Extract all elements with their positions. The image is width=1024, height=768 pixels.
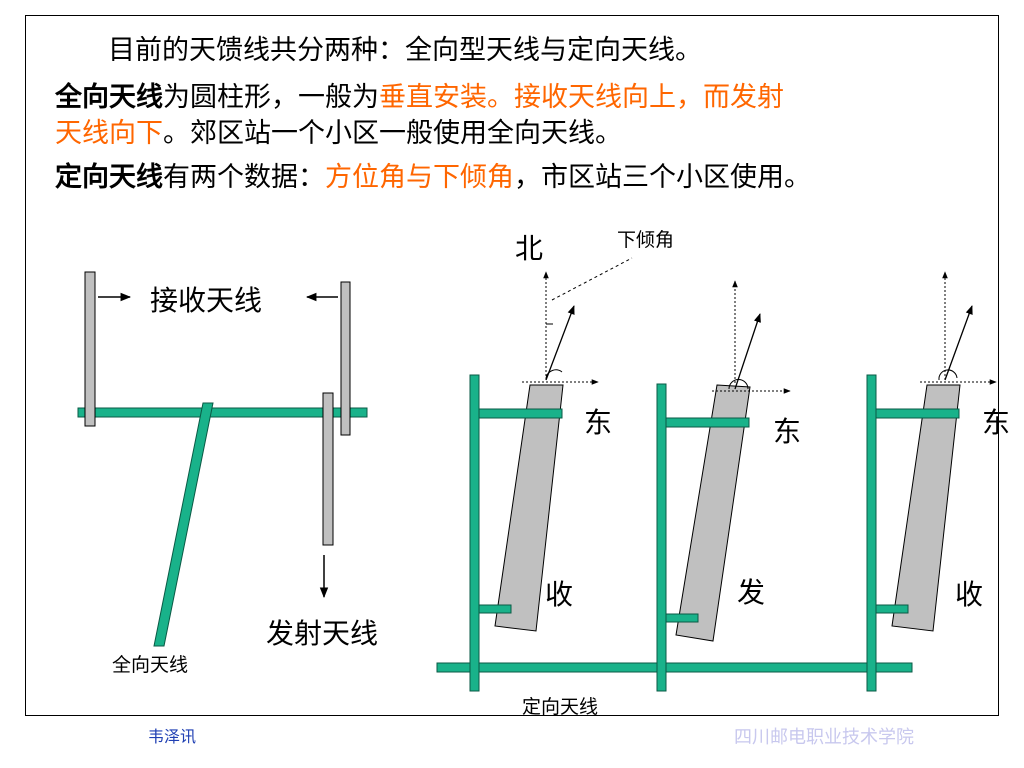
omni-mast [153,402,214,647]
east-label-2: 东 [773,415,801,448]
omni-term: 全向天线 [55,82,163,113]
omni-antenna-group: 接收天线 发射天线 全向天线 [77,271,378,676]
directional-desc-2: ，市区站三个小区使用。 [514,162,811,193]
tilt-label: 下倾角 [617,229,674,251]
receive-antenna-left [84,271,96,427]
omni-highlight-2: 天线向下 [55,118,163,149]
omni-desc: 为圆柱形，一般为 [163,82,379,113]
directional-term: 定向天线 [55,162,163,193]
omni-desc-2: 。郊区站一个小区一般使用全向天线。 [163,118,622,149]
omni-label: 全向天线 [112,654,188,676]
receive-antenna-right [340,281,351,436]
directional-label: 定向天线 [522,696,598,718]
directional-highlight: 方位角与下倾角 [325,162,514,193]
tilt-pointer [551,257,633,301]
directional-antenna-group: 北 下倾角 东 东 东 收 发 收 定向天线 [436,229,1010,718]
bottom-bracket-1 [478,604,512,614]
base-rail [436,662,913,673]
footer-author: 韦泽讯 [148,727,197,746]
omni-highlight: 垂直安装。接收天线向上，而发射 [379,82,784,113]
footer-school: 四川邮电职业技术学院 [734,727,914,748]
north-label: 北 [515,232,543,265]
mast-1 [469,374,480,692]
mast-2 [656,383,667,692]
intro-text: 目前的天馈线共分两种：全向型天线与定向天线。 [108,35,702,66]
top-bracket-2 [665,417,750,428]
direction-indicator-3 [920,271,997,385]
omni-line: 全向天线为圆柱形，一般为垂直安装。接收天线向上，而发射 [55,80,784,116]
panel-antenna-3 [891,384,961,632]
transmit-label: 发射天线 [266,617,378,650]
bottom-bracket-2 [665,613,699,623]
east-label-3: 东 [982,406,1010,439]
directional-desc: 有两个数据： [163,162,325,193]
top-bracket-1 [478,408,563,419]
bottom-bracket-3 [875,604,909,614]
directional-line: 定向天线有两个数据：方位角与下倾角，市区站三个小区使用。 [55,160,811,196]
direction-indicator-2 [712,280,791,394]
intro-line: 目前的天馈线共分两种：全向型天线与定向天线。 [108,33,702,69]
mast-3 [866,374,877,692]
omni-line-2: 天线向下。郊区站一个小区一般使用全向天线。 [55,116,622,152]
slide-frame [25,15,999,716]
panel-antenna-1 [494,384,564,632]
panel-label-1: 收 [545,578,573,611]
receive-label: 接收天线 [150,284,262,317]
direction-indicator-1 [522,271,599,385]
transmit-antenna [322,392,334,546]
panel-label-3: 收 [955,578,983,611]
omni-crossbar [77,407,368,418]
panel-label-2: 发 [737,576,765,609]
panel-antenna-2 [675,384,751,642]
east-label-1: 东 [584,406,612,439]
top-bracket-3 [875,408,960,419]
